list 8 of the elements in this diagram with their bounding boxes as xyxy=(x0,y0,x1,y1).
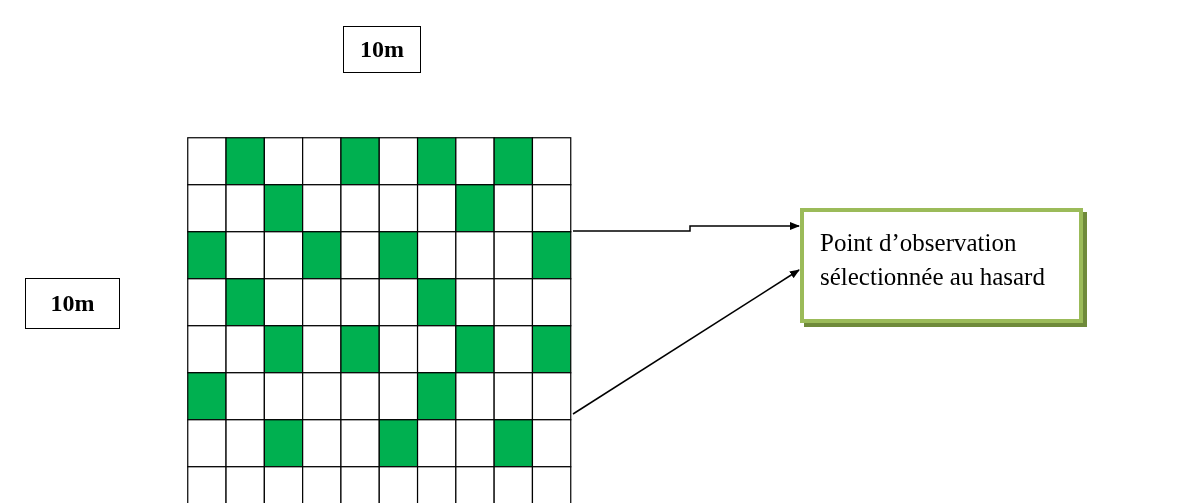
callout-text: Point d’observation sélectionnée au hasard xyxy=(820,229,1045,290)
arrow xyxy=(572,269,800,415)
measure-text: 10m xyxy=(360,36,404,63)
measure-box xyxy=(343,26,421,73)
measure-text: 10m xyxy=(50,290,95,317)
measure-box xyxy=(25,278,120,329)
arrow xyxy=(572,222,800,232)
grid-drawing xyxy=(187,137,572,503)
